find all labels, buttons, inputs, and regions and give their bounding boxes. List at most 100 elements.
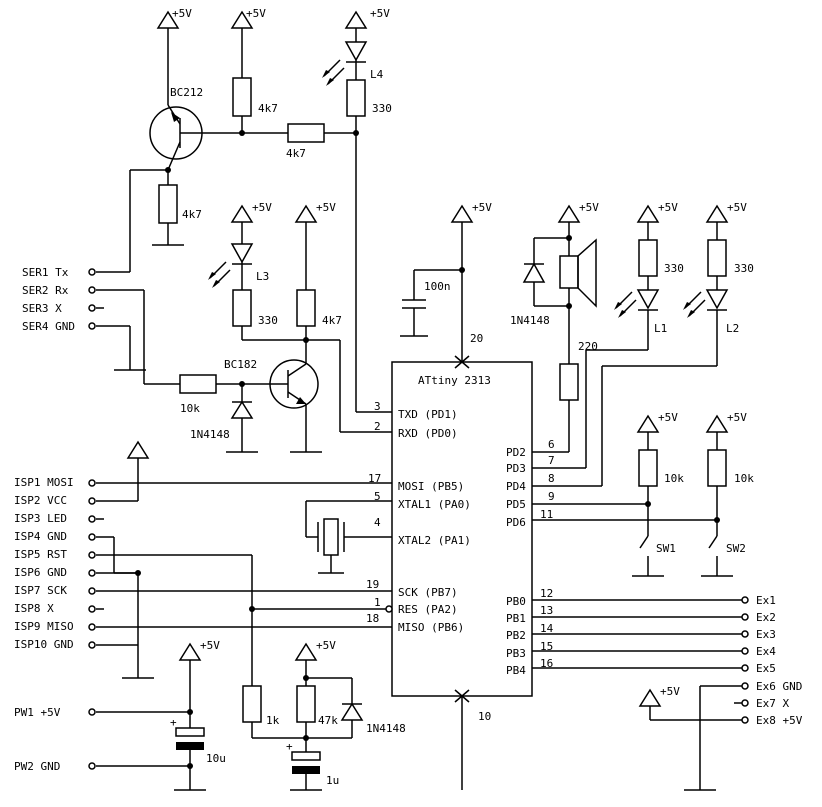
supply-l1: +5V — [636, 201, 678, 240]
q1-label: BC212 — [170, 86, 203, 99]
resistor-r2: 4k7 — [158, 184, 202, 224]
svg-text:PD3: PD3 — [506, 462, 526, 475]
svg-text:L4: L4 — [370, 68, 384, 81]
svg-text:Ex6 GND: Ex6 GND — [756, 680, 802, 693]
supply-speaker: +5V — [557, 201, 599, 256]
supply-label: +5V — [252, 201, 272, 214]
svg-text:Ex7 X: Ex7 X — [756, 697, 789, 710]
svg-text:330: 330 — [372, 102, 392, 115]
svg-text:ISP3 LED: ISP3 LED — [14, 512, 67, 525]
supply-label: +5V — [660, 685, 680, 698]
supply-l4: +5V — [344, 7, 390, 42]
supply-label: +5V — [727, 201, 747, 214]
svg-text:1N4148: 1N4148 — [190, 428, 230, 441]
svg-text:ISP2 VCC: ISP2 VCC — [14, 494, 67, 507]
resistor-r6: 4k7 — [296, 289, 342, 327]
svg-text:Ex5: Ex5 — [756, 662, 776, 675]
svg-text:SER1 Tx: SER1 Tx — [22, 266, 69, 279]
svg-text:PB3: PB3 — [506, 647, 526, 660]
svg-text:12: 12 — [540, 587, 553, 600]
svg-text:Ex4: Ex4 — [756, 645, 776, 658]
svg-text:PB0: PB0 — [506, 595, 526, 608]
svg-text:MISO (PB6): MISO (PB6) — [398, 621, 464, 634]
svg-text:RES (PA2): RES (PA2) — [398, 603, 458, 616]
svg-text:3: 3 — [374, 400, 381, 413]
supply-label: +5V — [727, 411, 747, 424]
svg-text:ISP5 RST: ISP5 RST — [14, 548, 67, 561]
svg-text:MOSI (PB5): MOSI (PB5) — [398, 480, 464, 493]
svg-text:BC182: BC182 — [224, 358, 257, 371]
svg-text:1: 1 — [374, 596, 381, 609]
capacitor-c2: + 10u — [170, 716, 226, 791]
resistor-r7: 10k — [179, 374, 217, 415]
svg-text:TXD (PD1): TXD (PD1) — [398, 408, 458, 421]
svg-text:6: 6 — [548, 438, 555, 451]
supply-isp — [126, 440, 150, 501]
svg-text:SER2 Rx: SER2 Rx — [22, 284, 69, 297]
svg-text:8: 8 — [548, 472, 555, 485]
svg-text:13: 13 — [540, 604, 553, 617]
svg-text:ISP4 GND: ISP4 GND — [14, 530, 67, 543]
svg-text:9: 9 — [548, 490, 555, 503]
resistor-r14: 47k — [296, 685, 338, 727]
svg-text:330: 330 — [258, 314, 278, 327]
svg-text:XTAL1 (PA0): XTAL1 (PA0) — [398, 498, 471, 511]
supply-label: +5V — [472, 201, 492, 214]
svg-text:10: 10 — [478, 710, 491, 723]
svg-text:4k7: 4k7 — [322, 314, 342, 327]
svg-text:11: 11 — [540, 508, 553, 521]
supply-label: +5V — [246, 7, 266, 20]
supply-mcu: +5V — [450, 201, 492, 362]
transistor-q1: BC212 — [149, 86, 242, 171]
crystal — [305, 500, 392, 574]
supply-label: +5V — [200, 639, 220, 652]
diode-d1: 1N4148 — [190, 384, 258, 453]
svg-text:L3: L3 — [256, 270, 269, 283]
svg-text:PW2 GND: PW2 GND — [14, 760, 60, 773]
svg-text:100n: 100n — [424, 280, 451, 293]
supply-sw2: +5V — [705, 411, 747, 450]
svg-text:SCK (PB7): SCK (PB7) — [398, 586, 458, 599]
svg-text:19: 19 — [366, 578, 379, 591]
svg-text:ISP6 GND: ISP6 GND — [14, 566, 67, 579]
led-l4: L4 — [322, 41, 384, 86]
svg-text:2: 2 — [374, 420, 381, 433]
svg-text:1k: 1k — [266, 714, 280, 727]
supply-label: +5V — [316, 201, 336, 214]
svg-text:4k7: 4k7 — [286, 147, 306, 160]
supply-sw1: +5V — [636, 411, 678, 450]
svg-text:+: + — [286, 740, 293, 753]
svg-text:SW2: SW2 — [726, 542, 746, 555]
svg-text:10u: 10u — [206, 752, 226, 765]
mcu-name: ATtiny 2313 — [418, 374, 491, 387]
svg-text:ISP8 X: ISP8 X — [14, 602, 54, 615]
supply-label: +5V — [370, 7, 390, 20]
svg-text:47k: 47k — [318, 714, 338, 727]
svg-text:17: 17 — [368, 472, 381, 485]
capacitor-c3: + 1u — [286, 740, 339, 791]
svg-text:Ex2: Ex2 — [756, 611, 776, 624]
svg-text:4: 4 — [374, 516, 381, 529]
supply-r6: +5V — [294, 201, 336, 290]
resistor-r330-l3: 330 — [232, 289, 278, 327]
svg-text:ISP7 SCK: ISP7 SCK — [14, 584, 67, 597]
svg-text:L2: L2 — [726, 322, 739, 335]
svg-text:20: 20 — [470, 332, 483, 345]
resistor-r11: 10k — [638, 449, 684, 487]
supply-label: +5V — [658, 411, 678, 424]
transistor-q2: BC182 — [224, 358, 319, 409]
supply-label: +5V — [316, 639, 336, 652]
svg-text:7: 7 — [548, 454, 555, 467]
svg-text:PD5: PD5 — [506, 498, 526, 511]
svg-text:PD4: PD4 — [506, 480, 526, 493]
svg-text:Ex3: Ex3 — [756, 628, 776, 641]
resistor-r10: 330 — [707, 239, 754, 277]
speaker — [559, 238, 597, 308]
svg-text:SER4 GND: SER4 GND — [22, 320, 75, 333]
svg-text:ISP1 MOSI: ISP1 MOSI — [14, 476, 74, 489]
svg-text:15: 15 — [540, 640, 553, 653]
supply-ex: +5V — [638, 685, 680, 707]
svg-text:L1: L1 — [654, 322, 667, 335]
